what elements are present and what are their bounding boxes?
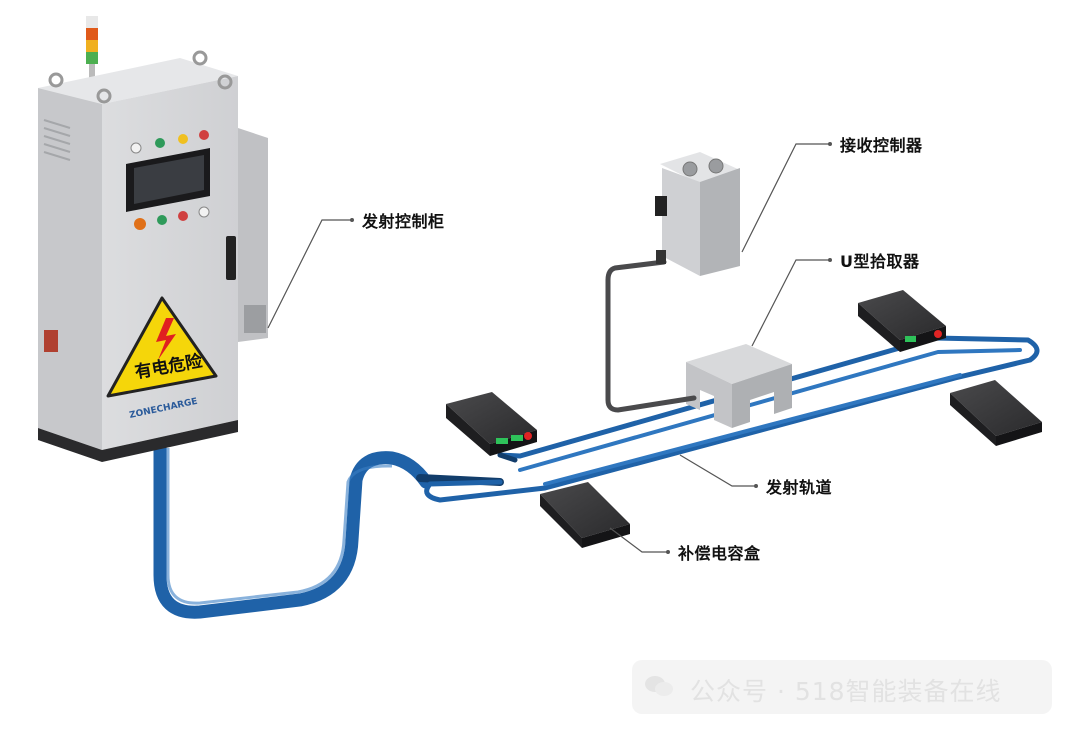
warning-triangle [106, 296, 218, 398]
label-receiver-controller: 接收控制器 [840, 136, 923, 155]
transmit-track [424, 335, 1040, 503]
callout-leaders [267, 143, 830, 553]
wechat-icon [645, 676, 673, 696]
lightning-icon [156, 318, 176, 360]
label-transmit-track: 发射轨道 [766, 478, 833, 497]
receiver-cable [605, 259, 697, 413]
u-pickup [686, 344, 792, 428]
callout-dots [350, 142, 832, 554]
capacitor-box-back-right [950, 380, 1042, 446]
receiver-controller [655, 152, 740, 276]
capacitor-box-back-left [858, 290, 946, 352]
transmit-control-cabinet: 有电危险 ZONECHARGE [38, 50, 268, 462]
label-transmit-cabinet: 发射控制柜 [362, 212, 445, 231]
capacitor-box-front-left [446, 392, 537, 456]
label-u-pickup: U型拾取器 [840, 252, 920, 271]
watermark-text: 公众号 · 518智能装备在线 [690, 677, 1002, 706]
signal-tower-light [86, 16, 98, 84]
watermark: 公众号 · 518智能装备在线 [632, 660, 1052, 714]
main-power-cable [153, 441, 504, 619]
label-capacitor-box: 补偿电容盒 [678, 544, 761, 563]
capacitor-box-front-right [540, 482, 630, 548]
